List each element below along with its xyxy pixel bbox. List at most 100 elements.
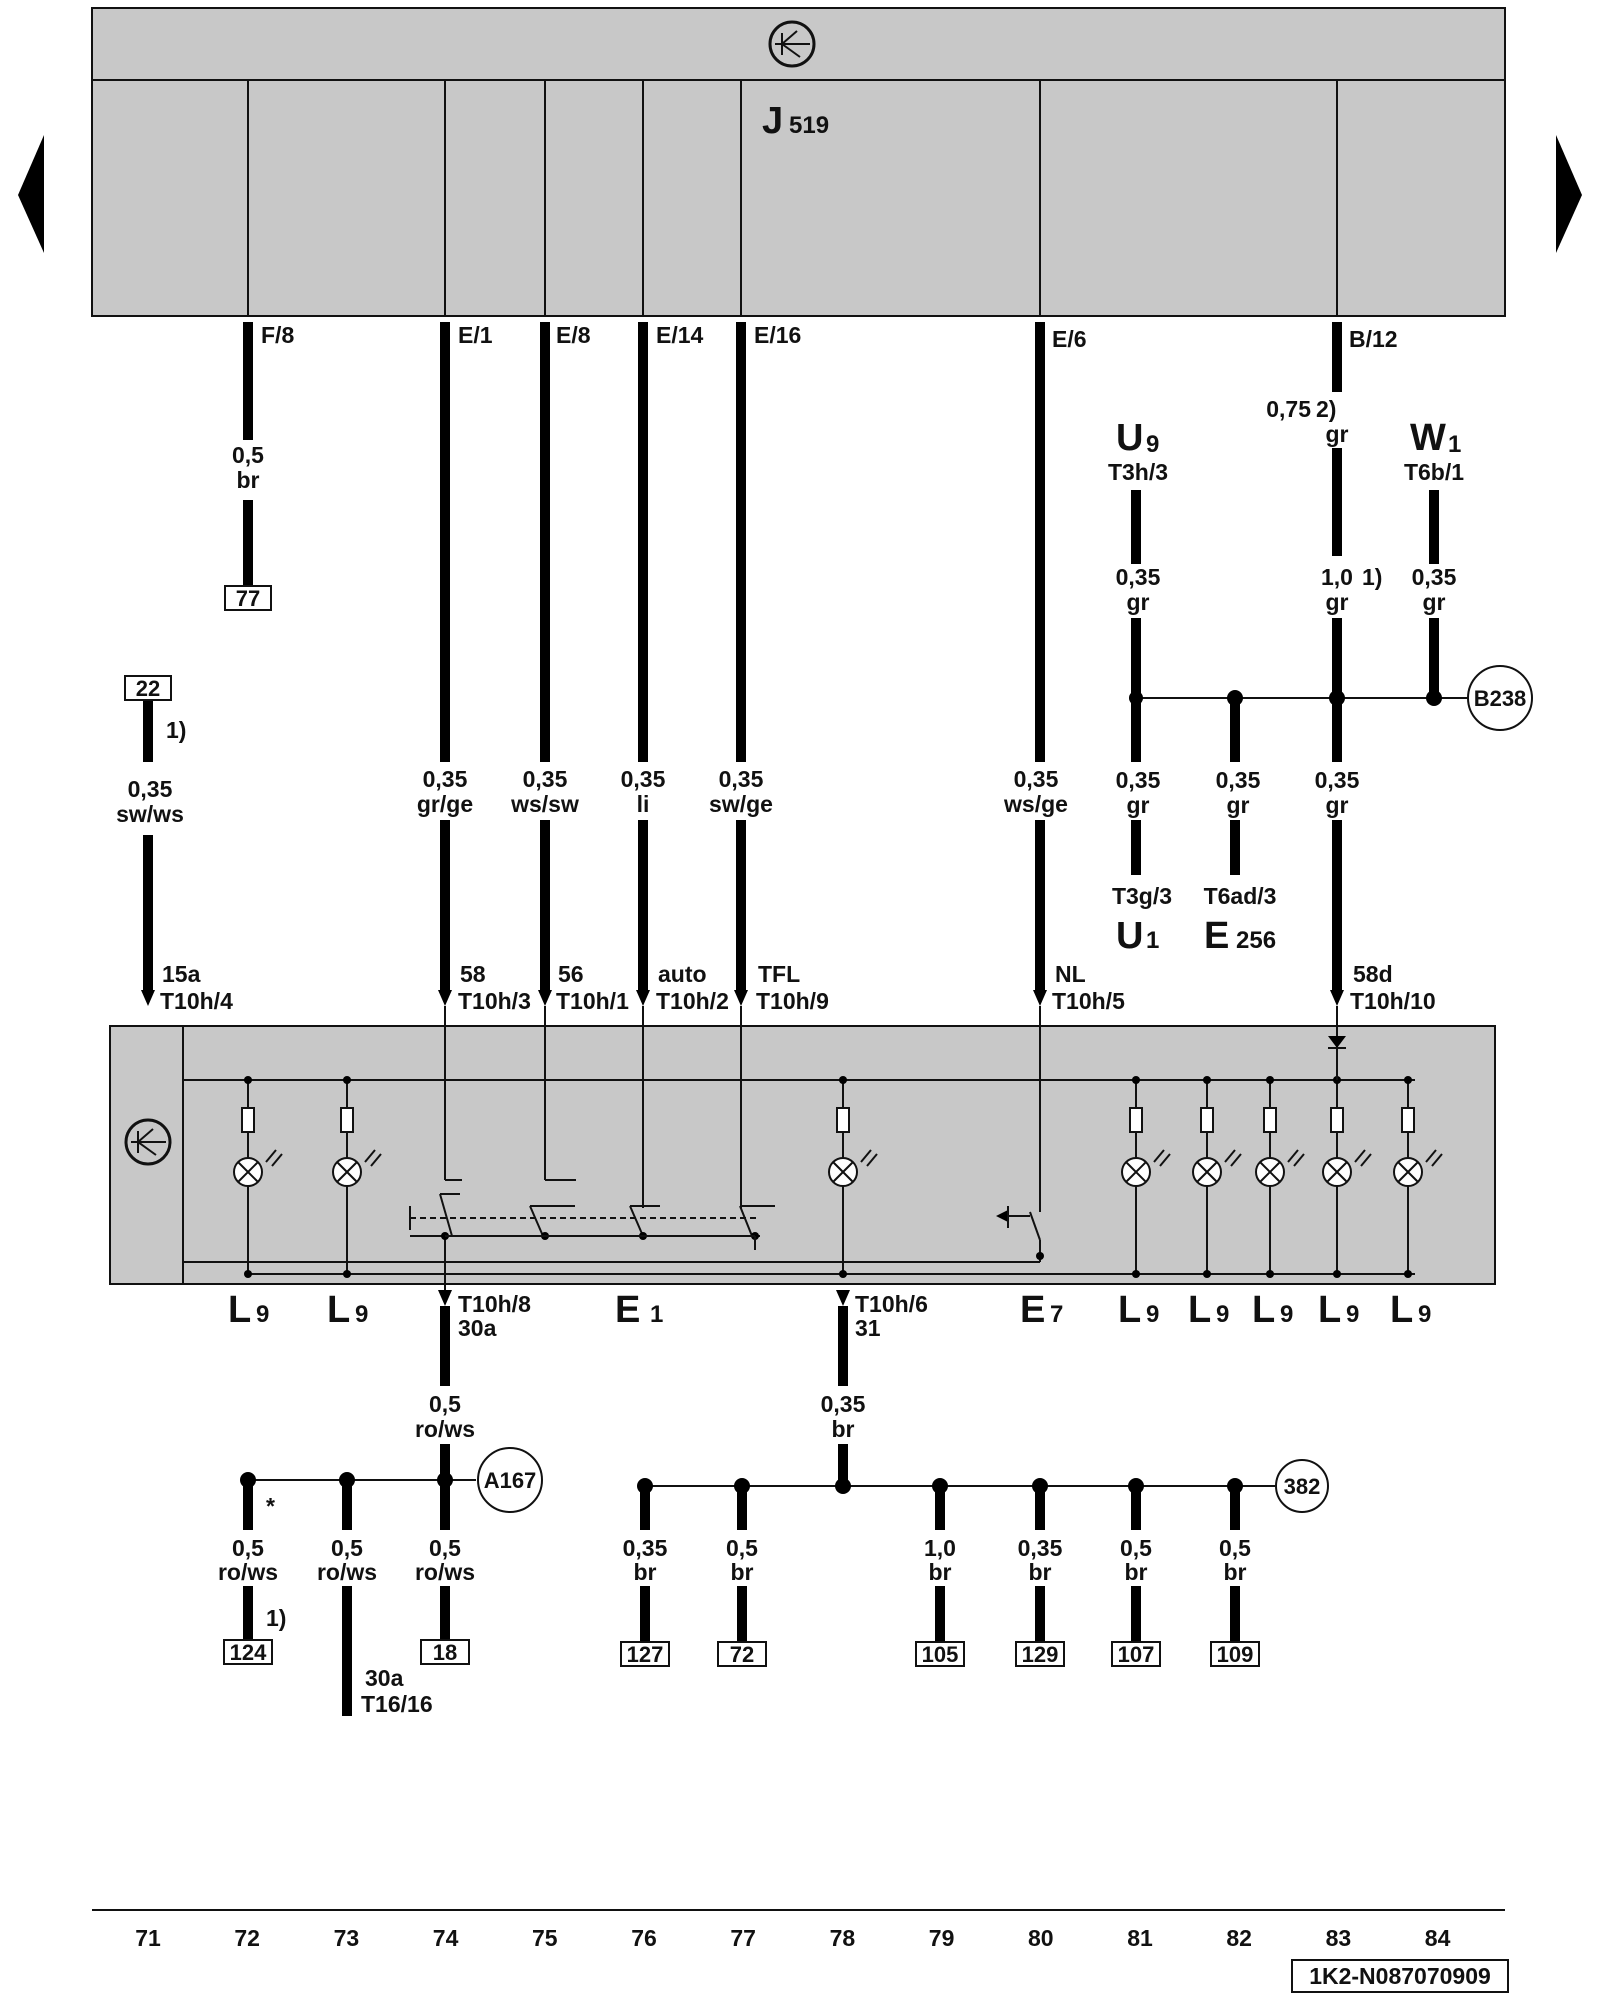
u1-pin: T3g/3 bbox=[1112, 883, 1172, 909]
ref-box[interactable] bbox=[717, 1641, 767, 1667]
track-number: 83 bbox=[1326, 1925, 1352, 1951]
ref-box-77[interactable] bbox=[224, 585, 272, 611]
l9-letter: L bbox=[1252, 1289, 1275, 1331]
junction-b238[interactable] bbox=[1467, 665, 1533, 731]
ref-box-22[interactable] bbox=[124, 675, 172, 701]
w81b-size: 0,35 bbox=[1116, 767, 1161, 793]
svg-text:30a: 30a bbox=[365, 1665, 404, 1691]
ref-box[interactable] bbox=[420, 1639, 470, 1665]
w74-size: 0,35 bbox=[423, 766, 468, 792]
382-branch-wire: 0,5br 72 bbox=[717, 1478, 767, 1667]
l9-letter: L bbox=[1188, 1289, 1211, 1331]
junction-382[interactable] bbox=[1275, 1459, 1329, 1513]
u9-pin: T3h/3 bbox=[1108, 459, 1168, 485]
pin-e6: E/6 bbox=[1052, 326, 1087, 352]
l9-sub: 9 bbox=[1280, 1301, 1293, 1328]
ref-box[interactable] bbox=[915, 1641, 965, 1667]
e1-letter: E bbox=[615, 1289, 640, 1331]
p78b-func: 31 bbox=[855, 1315, 881, 1341]
w80-color: ws/ge bbox=[1003, 791, 1068, 817]
svg-text:0,35: 0,35 bbox=[1018, 1535, 1063, 1561]
j382-label: 382 bbox=[1284, 1474, 1321, 1499]
l9-sub: 9 bbox=[1418, 1301, 1431, 1328]
svg-text:72: 72 bbox=[730, 1642, 754, 1667]
svg-text:0,5: 0,5 bbox=[429, 1535, 461, 1561]
l9-sub: 9 bbox=[256, 1301, 269, 1328]
svg-text:1,0: 1,0 bbox=[924, 1535, 956, 1561]
p75-pin: T10h/1 bbox=[556, 988, 629, 1014]
w83c-size: 0,35 bbox=[1315, 767, 1360, 793]
l9-letter: L bbox=[1390, 1289, 1413, 1331]
svg-text:18: 18 bbox=[433, 1640, 457, 1665]
ref-77: 77 bbox=[236, 586, 260, 611]
track-number: 80 bbox=[1028, 1925, 1054, 1951]
w75-size: 0,35 bbox=[523, 766, 568, 792]
svg-text:ro/ws: ro/ws bbox=[218, 1559, 278, 1585]
p76-func: auto bbox=[658, 961, 707, 987]
l9-letter: L bbox=[1118, 1289, 1141, 1331]
w75-color: ws/sw bbox=[510, 791, 579, 817]
svg-text:br: br bbox=[634, 1559, 657, 1585]
svg-text:ro/ws: ro/ws bbox=[415, 1559, 475, 1585]
w83a-size: 0,75 bbox=[1266, 396, 1311, 422]
track-number: 73 bbox=[334, 1925, 360, 1951]
w71-color: sw/ws bbox=[116, 801, 184, 827]
ref-box[interactable] bbox=[620, 1641, 670, 1667]
svg-text:br: br bbox=[1224, 1559, 1247, 1585]
lamp-l9 bbox=[1393, 1076, 1443, 1278]
a167-label: A167 bbox=[484, 1468, 537, 1493]
track-number: 84 bbox=[1425, 1925, 1451, 1951]
track-number: 72 bbox=[234, 1925, 260, 1951]
svg-text:0,35: 0,35 bbox=[623, 1535, 668, 1561]
p78b-pin: T10h/6 bbox=[855, 1291, 928, 1317]
ref-box[interactable] bbox=[1111, 1641, 1161, 1667]
w1-pin: T6b/1 bbox=[1404, 459, 1464, 485]
ref-box[interactable] bbox=[1015, 1641, 1065, 1667]
svg-text:0,5: 0,5 bbox=[331, 1535, 363, 1561]
track-number: 82 bbox=[1226, 1925, 1252, 1951]
w77-color: sw/ge bbox=[709, 791, 773, 817]
lamp-l9 bbox=[1192, 1076, 1242, 1278]
e1-sub: 1 bbox=[650, 1301, 663, 1328]
electronic-symbol-icon bbox=[124, 1118, 172, 1166]
w83b-size: 1,0 bbox=[1321, 564, 1353, 590]
w83b-color: gr bbox=[1326, 589, 1349, 615]
w81a-size: 0,35 bbox=[1116, 564, 1161, 590]
svg-text:127: 127 bbox=[627, 1642, 664, 1667]
u1-sub: 1 bbox=[1146, 927, 1159, 954]
w84-color: gr bbox=[1423, 589, 1446, 615]
p76-pin: T10h/2 bbox=[656, 988, 729, 1014]
w1-sub: 1 bbox=[1448, 431, 1461, 458]
prev-page-arrow-icon[interactable] bbox=[18, 135, 44, 253]
electronic-symbol-icon bbox=[768, 20, 816, 68]
track-number: 71 bbox=[135, 1925, 161, 1951]
j519-letter: J bbox=[762, 100, 783, 142]
p71-pin: T10h/4 bbox=[160, 988, 233, 1014]
ref-box[interactable] bbox=[223, 1639, 273, 1665]
ref-box[interactable] bbox=[1210, 1641, 1260, 1667]
junction-a167[interactable] bbox=[477, 1447, 543, 1513]
next-page-arrow-icon[interactable] bbox=[1556, 135, 1582, 253]
w83c-color: gr bbox=[1326, 792, 1349, 818]
j519-internal-lines bbox=[247, 80, 1338, 316]
w71-size: 0,35 bbox=[128, 776, 173, 802]
svg-text:0,5: 0,5 bbox=[726, 1535, 758, 1561]
l9-sub: 9 bbox=[355, 1301, 368, 1328]
diagram-code: 1K2-N087070909 bbox=[1309, 1963, 1491, 1989]
pin-f8: F/8 bbox=[261, 322, 294, 348]
p80-func: NL bbox=[1055, 961, 1086, 987]
lamp-l9 bbox=[1255, 1076, 1305, 1278]
e256-letter: E bbox=[1204, 915, 1229, 957]
e256-sub: 256 bbox=[1236, 927, 1276, 954]
track-number: 75 bbox=[532, 1925, 558, 1951]
p74-func: 58 bbox=[460, 961, 486, 987]
p77-pin: T10h/9 bbox=[756, 988, 829, 1014]
svg-text:br: br bbox=[731, 1559, 754, 1585]
track-number: 79 bbox=[929, 1925, 955, 1951]
lamp-l9 bbox=[332, 1076, 382, 1278]
w74-color: gr/ge bbox=[417, 791, 473, 817]
